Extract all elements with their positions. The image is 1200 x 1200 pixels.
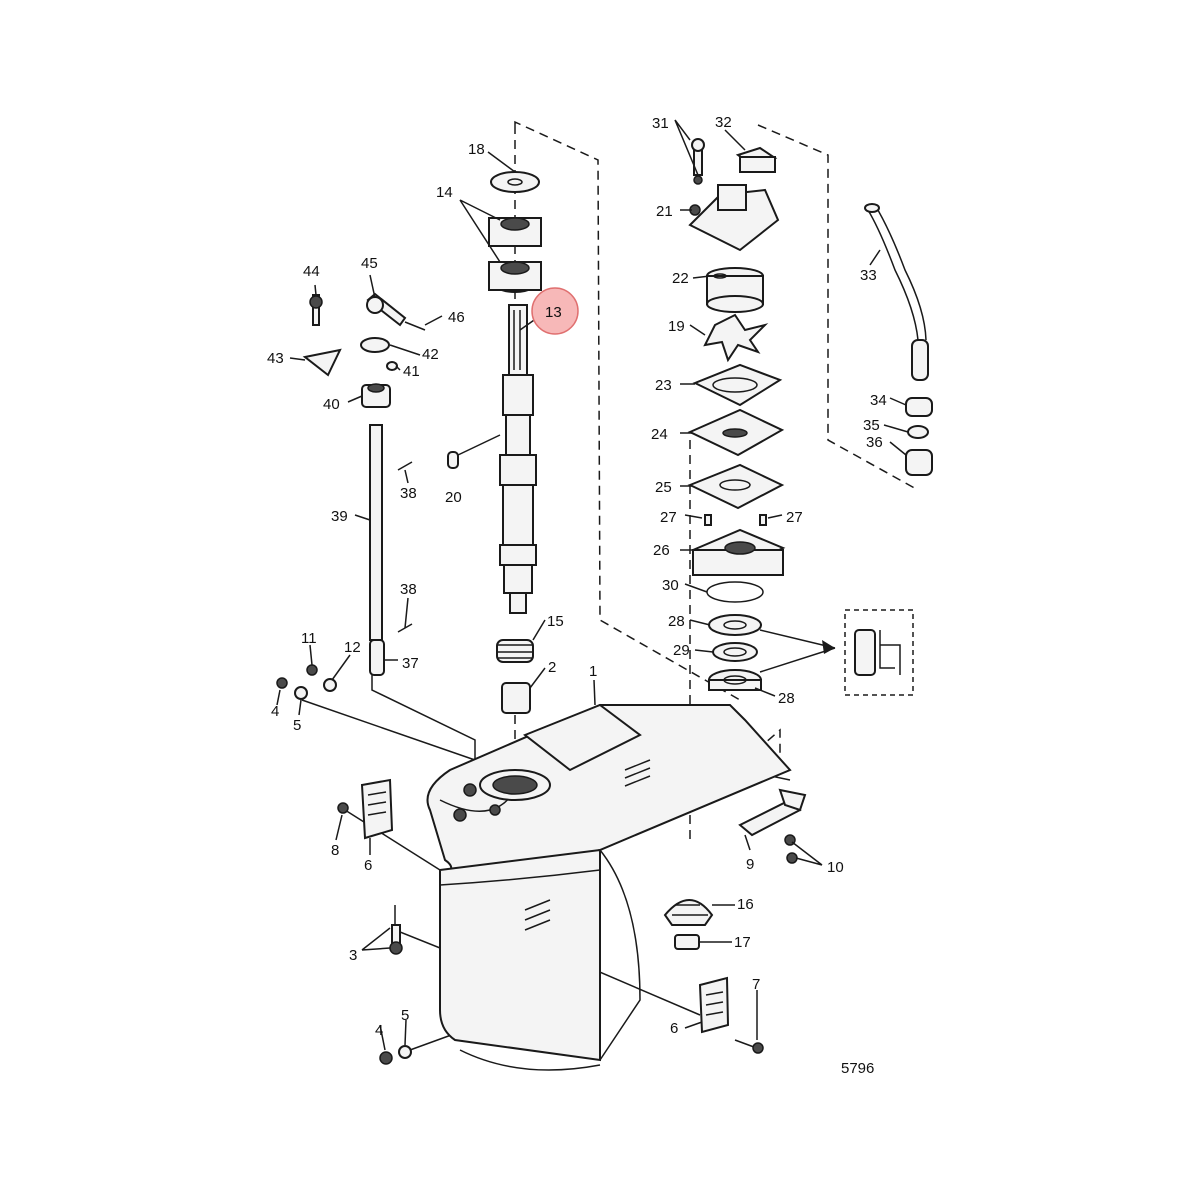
drive-key-pin xyxy=(447,451,459,469)
pinion-gear xyxy=(663,899,714,950)
anode-upper xyxy=(337,778,394,840)
callout-43: 43 xyxy=(267,350,284,367)
callout-28: 28 xyxy=(778,690,795,707)
callout-12: 12 xyxy=(344,639,361,656)
left-hardware xyxy=(276,664,337,700)
callout-38: 38 xyxy=(400,581,417,598)
drive-shaft xyxy=(499,304,537,614)
callout-46: 46 xyxy=(448,309,465,326)
callout-41: 41 xyxy=(403,363,420,380)
callout-10: 10 xyxy=(827,859,844,876)
leader-lines xyxy=(276,119,909,1051)
callout-44: 44 xyxy=(303,263,320,280)
callout-28: 28 xyxy=(668,613,685,630)
lower-hardware xyxy=(379,924,412,1065)
callout-31: 31 xyxy=(652,115,669,132)
callout-15: 15 xyxy=(547,613,564,630)
callout-19: 19 xyxy=(668,318,685,335)
callout-40: 40 xyxy=(323,396,340,413)
diagram-number: 5796 xyxy=(841,1060,874,1077)
callout-21: 21 xyxy=(656,203,673,220)
callout-45: 45 xyxy=(361,255,378,272)
callout-1: 1 xyxy=(589,663,597,680)
detail-arrow xyxy=(759,629,836,673)
gear-housing xyxy=(426,703,792,1071)
callout-4: 4 xyxy=(375,1022,383,1039)
callout-2: 2 xyxy=(548,659,556,676)
callout-39: 39 xyxy=(331,508,348,525)
highlight-circle xyxy=(531,287,579,335)
callout-34: 34 xyxy=(870,392,887,409)
callout-37: 37 xyxy=(402,655,419,672)
callout-5: 5 xyxy=(401,1007,409,1024)
callout-7: 7 xyxy=(752,976,760,993)
callout-8: 8 xyxy=(331,842,339,859)
callout-3: 3 xyxy=(349,947,357,964)
callout-23: 23 xyxy=(655,377,672,394)
seal-detail-inset xyxy=(844,609,914,696)
callout-42: 42 xyxy=(422,346,439,363)
callout-9: 9 xyxy=(746,856,754,873)
callout-labels: 1 2 3 4 4 5 5 6 6 7 8 9 10 11 12 13 14 1… xyxy=(267,114,887,1077)
callout-4: 4 xyxy=(271,703,279,720)
water-pump-assembly xyxy=(687,138,786,691)
callout-13-highlighted[interactable]: 13 xyxy=(545,304,562,321)
anode-lower xyxy=(698,976,764,1054)
callout-16: 16 xyxy=(737,896,754,913)
thrust-washer xyxy=(490,171,540,193)
assembly-guide-lines xyxy=(301,120,919,1051)
callout-24: 24 xyxy=(651,426,668,443)
callout-32: 32 xyxy=(715,114,732,131)
callout-22: 22 xyxy=(672,270,689,287)
callout-6: 6 xyxy=(364,857,372,874)
callout-26: 26 xyxy=(653,542,670,559)
callout-29: 29 xyxy=(673,642,690,659)
callout-17: 17 xyxy=(734,934,751,951)
housing-vent-grille xyxy=(524,759,651,931)
callout-5: 5 xyxy=(293,717,301,734)
callout-35: 35 xyxy=(863,417,880,434)
callout-20: 20 xyxy=(445,489,462,506)
callout-11: 11 xyxy=(301,630,317,647)
water-tube xyxy=(864,203,933,476)
callout-18: 18 xyxy=(468,141,485,158)
upper-bearings xyxy=(488,217,542,293)
callout-27: 27 xyxy=(786,509,803,526)
bearing-sleeve xyxy=(501,682,531,714)
callout-36: 36 xyxy=(866,434,883,451)
callout-6: 6 xyxy=(670,1020,678,1037)
callout-27: 27 xyxy=(660,509,677,526)
callout-25: 25 xyxy=(655,479,672,496)
trim-tab xyxy=(738,788,807,864)
shift-linkage xyxy=(302,292,426,676)
callout-14: 14 xyxy=(436,184,453,201)
callout-33: 33 xyxy=(860,267,877,284)
roller-bearing xyxy=(496,639,534,663)
callout-38: 38 xyxy=(400,485,417,502)
callout-30: 30 xyxy=(662,577,679,594)
